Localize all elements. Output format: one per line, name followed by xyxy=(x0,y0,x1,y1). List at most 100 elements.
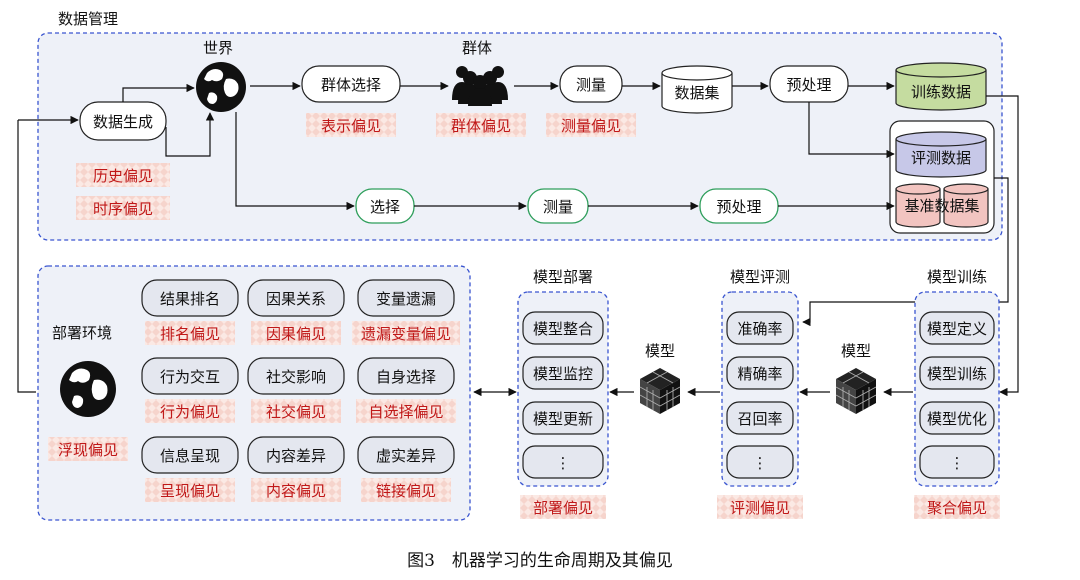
deployment-grid: 结果排名 排名偏见 因果关系 因果偏见 变量遗漏 遗漏变量偏见 行为交互 行为偏… xyxy=(141,279,460,502)
model-training-title: 模型训练 xyxy=(927,268,987,286)
grid-cell-6 xyxy=(357,357,455,395)
model-evaluation-item-3-label: 召回率 xyxy=(737,410,782,428)
model-training-item-3 xyxy=(919,401,995,435)
selection-label: 选择 xyxy=(370,198,400,216)
model-training-item-4 xyxy=(919,445,995,479)
data-management-edges xyxy=(122,81,895,211)
model-training-item-1-label: 模型定义 xyxy=(927,320,987,338)
emergent-bias-bg xyxy=(48,437,128,461)
model-deployment-item-1-label: 模型整合 xyxy=(533,320,593,338)
rubik-cube-icon xyxy=(639,368,681,414)
measurement-label: 测量 xyxy=(576,76,606,94)
grid-cell-7-bias-bg xyxy=(145,478,235,502)
population-label: 群体 xyxy=(462,39,492,57)
data-generation-label: 数据生成 xyxy=(93,113,153,131)
model-training-item-3-label: 模型优化 xyxy=(927,410,987,428)
grid-cell-5-label: 社交影响 xyxy=(266,368,326,386)
grid-cell-2-bias: 因果偏见 xyxy=(266,325,326,343)
bias-history: 历史偏见 xyxy=(93,167,153,185)
model-evaluation-item-3 xyxy=(726,401,794,435)
bias-temporal: 时序偏见 xyxy=(93,200,153,218)
grid-cell-9-bias: 链接偏见 xyxy=(376,482,436,500)
model-evaluation-title: 模型评测 xyxy=(730,268,790,286)
grid-cell-4-bias: 行为偏见 xyxy=(160,403,220,421)
model-evaluation-item-2 xyxy=(726,356,794,390)
model-label-1: 模型 xyxy=(645,342,675,360)
grid-cell-6-label: 自身选择 xyxy=(376,368,436,386)
bias-population: 群体偏见 xyxy=(451,117,511,135)
model-evaluation-item-4-label: ⋮ xyxy=(753,454,768,472)
model-evaluation-item-2-label: 精确率 xyxy=(737,365,782,383)
grid-cell-9-label: 虚实差异 xyxy=(376,447,436,465)
grid-cell-9-bias-bg xyxy=(361,478,451,502)
model-training-item-2 xyxy=(919,356,995,390)
aggregation-bias-bg xyxy=(914,495,1000,519)
model-label-2: 模型 xyxy=(841,342,871,360)
rubik-cube-icon xyxy=(835,368,877,414)
cross-panel-edges xyxy=(17,95,1019,397)
data-management-title: 数据管理 xyxy=(58,10,118,28)
grid-cell-9 xyxy=(357,436,455,474)
dataset-cylinder xyxy=(661,65,733,114)
population-selection-label: 群体选择 xyxy=(321,76,381,94)
bias-measurement: 测量偏见 xyxy=(561,117,621,135)
benchmark-dataset-label: 基准数据集 xyxy=(904,197,979,215)
evaluation-data-label: 评测数据 xyxy=(911,149,971,167)
model-training-item-1 xyxy=(919,311,995,345)
measurement-node xyxy=(559,65,623,103)
grid-cell-5-bias-bg xyxy=(251,399,341,423)
grid-cell-8-bias-bg xyxy=(251,478,341,502)
grid-cell-3 xyxy=(357,279,455,317)
bias-history-bg xyxy=(76,163,170,187)
grid-cell-1 xyxy=(141,279,239,317)
model-deployment-item-2-label: 模型监控 xyxy=(533,365,593,383)
evaluation-bias-bg xyxy=(717,495,803,519)
people-icon xyxy=(452,66,508,106)
model-evaluation-item-1 xyxy=(726,311,794,345)
emergent-bias: 浮现偏见 xyxy=(58,441,118,459)
model-deployment-item-1 xyxy=(522,311,604,345)
training-data-label: 训练数据 xyxy=(911,83,971,101)
grid-cell-8-bias: 内容偏见 xyxy=(266,482,326,500)
grid-cell-3-label: 变量遗漏 xyxy=(376,290,436,308)
aggregation-bias: 聚合偏见 xyxy=(927,499,987,517)
grid-cell-6-bias-bg xyxy=(356,399,456,423)
grid-cell-7-label: 信息呈现 xyxy=(160,447,220,465)
world-label: 世界 xyxy=(203,39,233,57)
grid-cell-4-bias-bg xyxy=(145,399,235,423)
globe-icon xyxy=(60,361,116,417)
grid-cell-5 xyxy=(247,357,345,395)
bias-representation-bg xyxy=(306,113,396,137)
globe-icon xyxy=(196,62,246,112)
grid-cell-7-bias: 呈现偏见 xyxy=(160,482,220,500)
grid-cell-1-label: 结果排名 xyxy=(160,290,220,308)
bias-population-bg xyxy=(436,113,526,137)
deployment-env-label: 部署环境 xyxy=(52,324,112,342)
grid-cell-4-label: 行为交互 xyxy=(160,368,220,386)
measurement2-label: 测量 xyxy=(543,198,573,216)
grid-cell-3-bias: 遗漏变量偏见 xyxy=(361,325,451,343)
population-selection-node xyxy=(301,65,401,103)
bias-representation: 表示偏见 xyxy=(321,117,381,135)
model-deployment-item-3 xyxy=(522,401,604,435)
model-evaluation-item-4 xyxy=(726,445,794,479)
grid-cell-4 xyxy=(141,357,239,395)
model-deployment-item-2 xyxy=(522,356,604,390)
evaluation-data-cylinder xyxy=(895,131,987,178)
grid-cell-2-label: 因果关系 xyxy=(266,290,326,308)
model-deployment-title: 模型部署 xyxy=(533,268,593,286)
preprocessing2-label: 预处理 xyxy=(716,198,761,216)
grid-cell-2 xyxy=(247,279,345,317)
deployment-bias-bg xyxy=(520,495,606,519)
figure-caption: 图3 机器学习的生命周期及其偏见 xyxy=(407,551,673,571)
model-deployment-item-3-label: 模型更新 xyxy=(533,410,593,428)
model-training-item-4-label: ⋮ xyxy=(950,454,965,472)
grid-cell-8-label: 内容差异 xyxy=(266,447,326,465)
bias-temporal-bg xyxy=(76,196,170,220)
grid-cell-1-bias: 排名偏见 xyxy=(160,325,220,343)
model-evaluation-item-1-label: 准确率 xyxy=(737,320,782,338)
model-deployment-item-4-label: ⋮ xyxy=(556,454,571,472)
evaluation-bias: 评测偏见 xyxy=(730,499,790,517)
